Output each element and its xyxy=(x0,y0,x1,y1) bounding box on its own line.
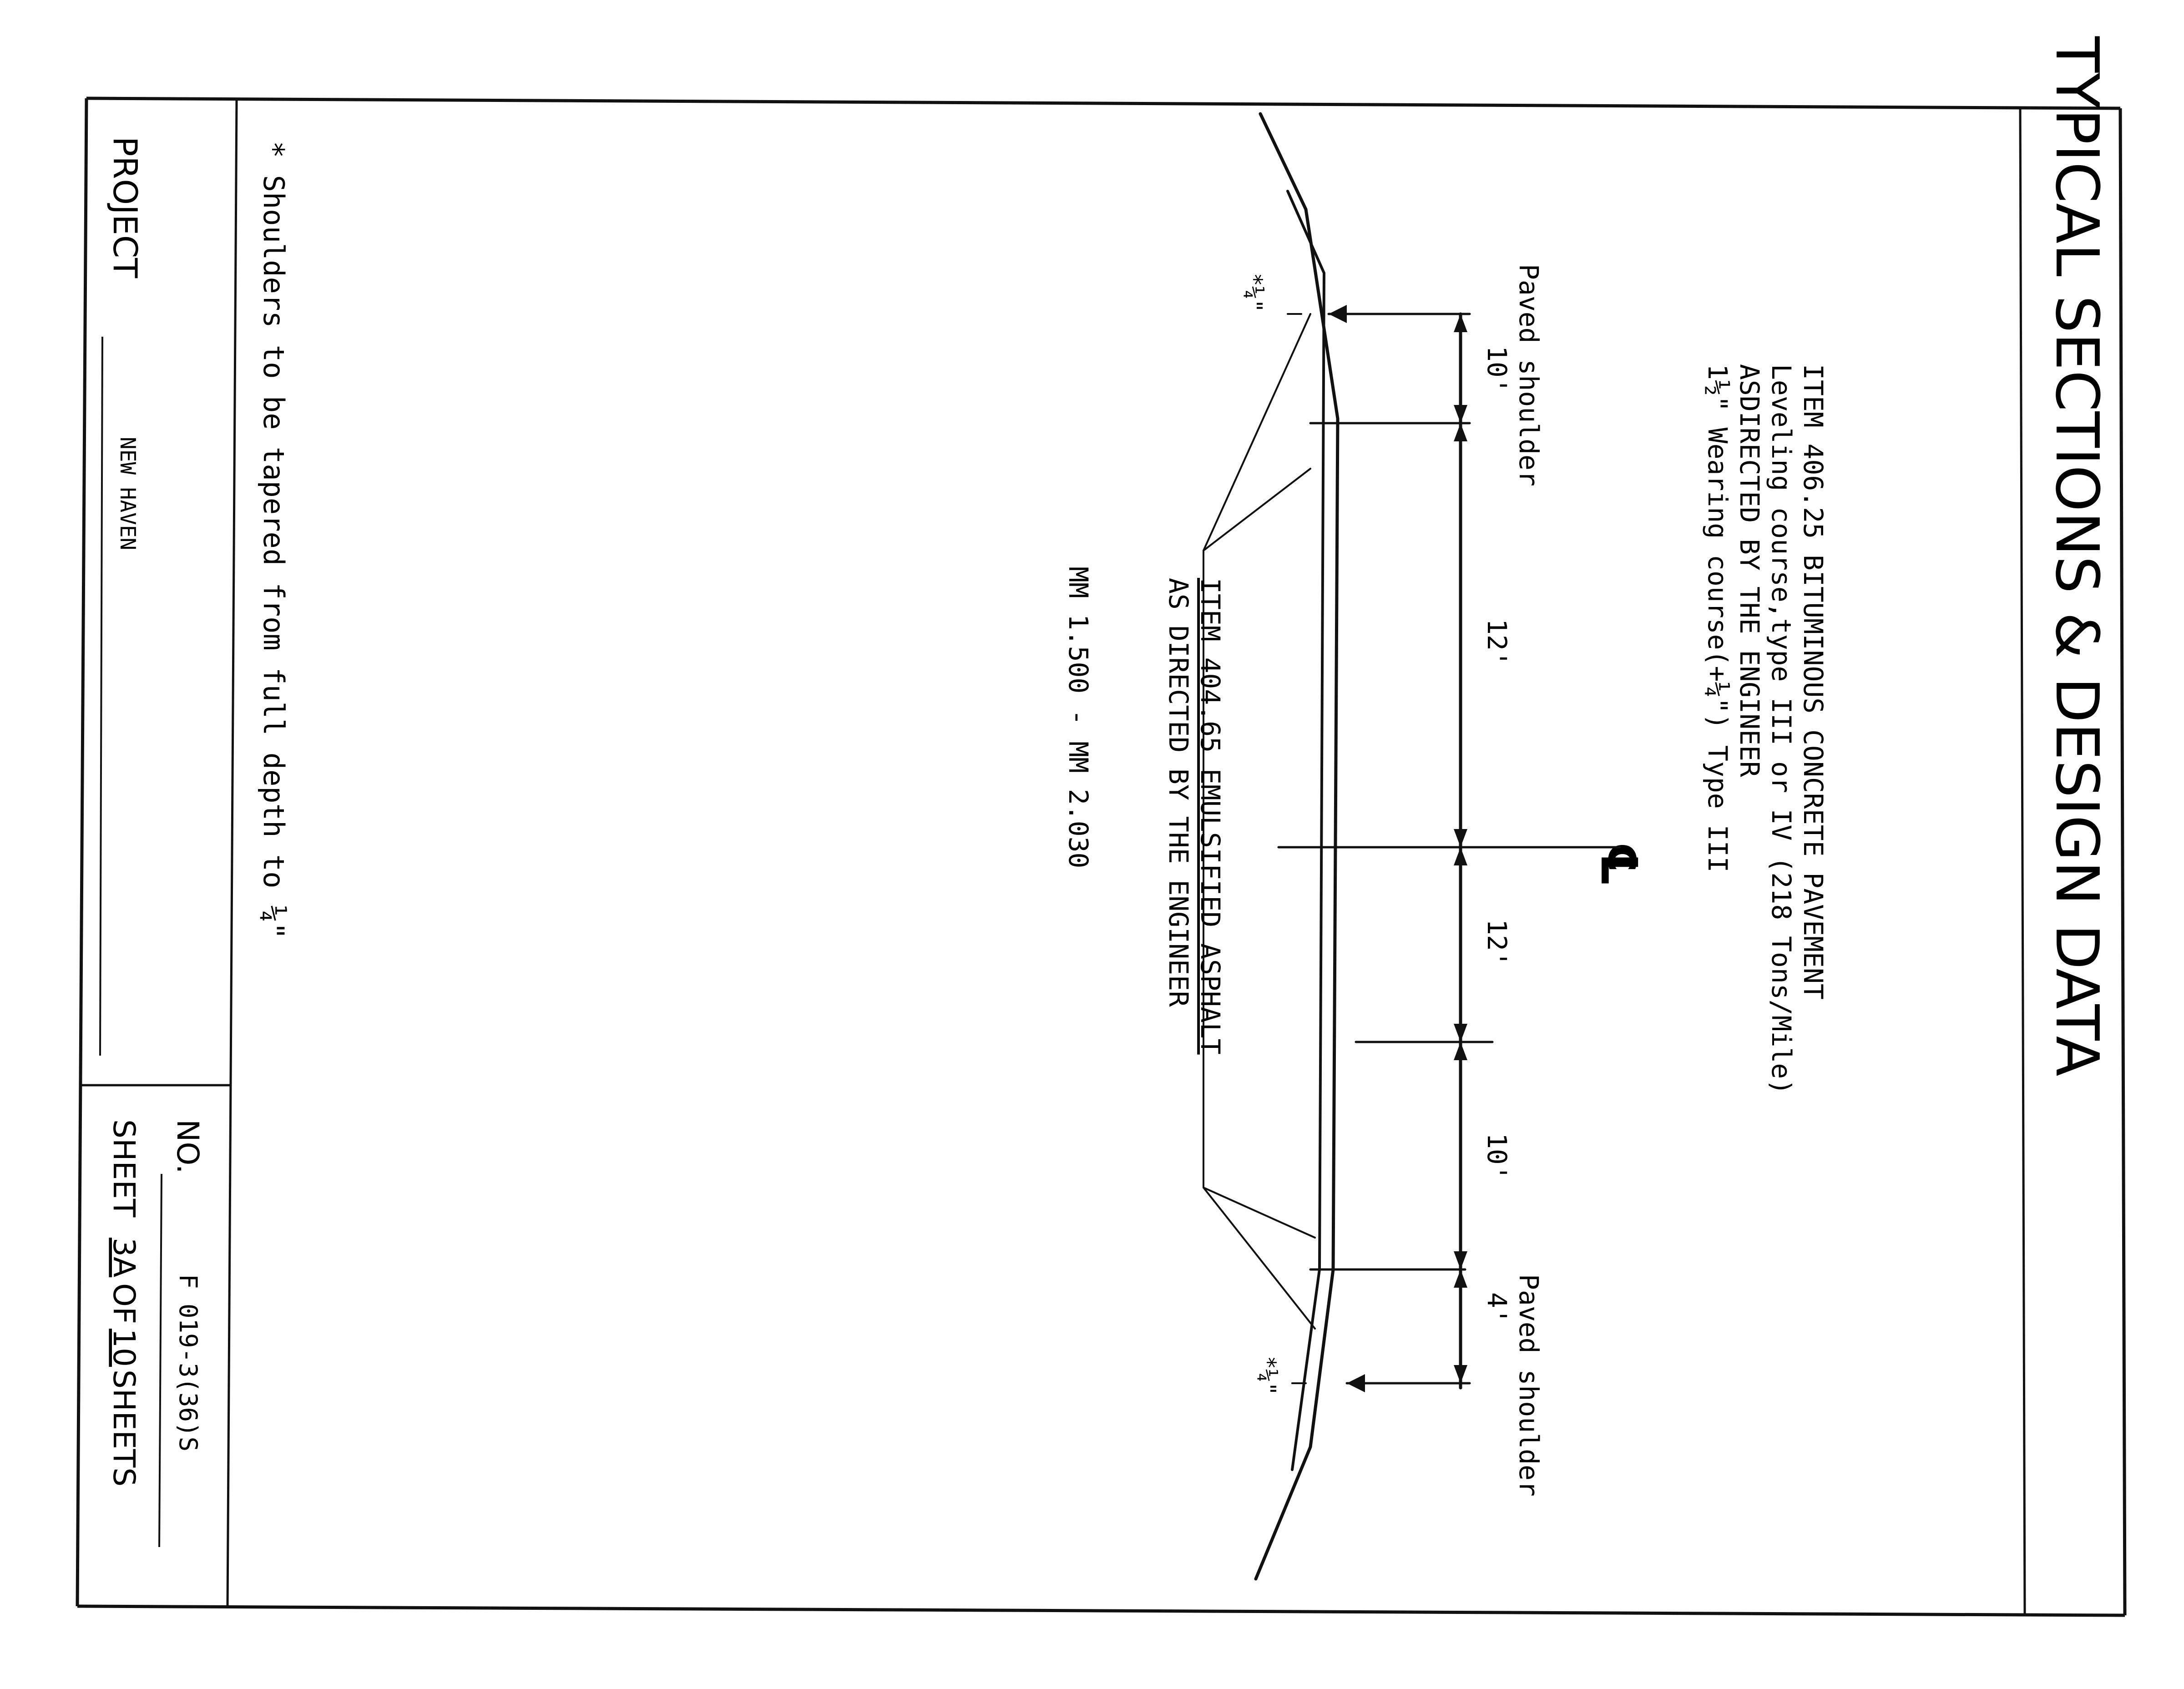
pavement-surface-line xyxy=(1254,112,1340,1581)
sheet-title: TYPICAL SECTIONS & DESIGN DATA xyxy=(2042,36,2112,1077)
number-underline xyxy=(158,1173,162,1547)
dim-left-lane: 12' xyxy=(1481,619,1512,667)
dim-right-lane-outer: 10' xyxy=(1481,1133,1512,1181)
pavement-base-line xyxy=(1286,190,1326,1471)
project-label: PROJECT xyxy=(106,137,144,278)
sheet-frame xyxy=(76,96,2127,1617)
dimension-labels: 10' 12' 12' 10' 4' xyxy=(1481,346,1512,1324)
dim-right-shoulder: 4' xyxy=(1481,1292,1512,1324)
right-shoulder-label: Paved shoulder xyxy=(1513,1274,1544,1497)
dimension-arrowheads xyxy=(1329,305,1467,1392)
roadway-cross-section xyxy=(1203,112,1621,1581)
sheet-current: 3A xyxy=(106,1238,142,1277)
dim-right-lane: 12' xyxy=(1481,919,1512,967)
footnote: * Shoulders to be tapered from full dept… xyxy=(257,141,290,939)
item-406-line2: Leveling course,type III or IV (218 Tons… xyxy=(1766,364,1797,1095)
sheet-of-label: OF xyxy=(106,1283,142,1324)
sheet-total: 10 xyxy=(106,1329,142,1367)
leader-406-a xyxy=(1203,313,1311,551)
sheet-label: SHEET xyxy=(106,1119,142,1218)
dim-left-shoulder: 10' xyxy=(1481,346,1512,394)
mile-marker-range: MM 1.500 - MM 2.030 xyxy=(1063,566,1094,868)
number-label: NO. xyxy=(170,1119,205,1174)
taper-right-mark: *¼" xyxy=(1255,1356,1280,1396)
leader-406-b xyxy=(1203,468,1311,551)
project-value: NEW HAVEN xyxy=(116,437,140,550)
sheets-label: SHEETS xyxy=(106,1370,142,1487)
left-shoulder-label: Paved shoulder xyxy=(1513,264,1544,486)
item-406-note: ITEM 406.25 BITUMINOUS CONCRETE PAVEMENT… xyxy=(1702,364,1829,1095)
sheet-number-block: NO. F 019-3(36)S SHEET 3A OF 10 SHEETS xyxy=(106,1119,205,1547)
item-406-line4: 1½" Wearing course(+¼") Type III xyxy=(1702,364,1733,872)
number-value: F 019-3(36)S xyxy=(174,1274,202,1451)
item-404-line1: ITEM 404.65 EMULSIFIED ASPHALT xyxy=(1195,578,1226,1055)
leader-404-a xyxy=(1203,1187,1316,1239)
project-block: PROJECT NEW HAVEN xyxy=(99,137,144,1056)
item-404-line2: AS DIRECTED BY THE ENGINEER xyxy=(1163,578,1194,1007)
taper-left-mark: *¼" xyxy=(1241,273,1267,313)
item-406-line3: ASDIRECTED BY THE ENGINEER xyxy=(1734,364,1765,777)
leader-404-b xyxy=(1203,1187,1316,1330)
item-404-note: ITEM 404.65 EMULSIFIED ASPHALT AS DIRECT… xyxy=(1163,578,1226,1055)
project-underline xyxy=(99,336,103,1056)
centerline-symbol: ℄ xyxy=(1590,842,1648,887)
item-406-line1: ITEM 406.25 BITUMINOUS CONCRETE PAVEMENT xyxy=(1798,364,1829,1000)
